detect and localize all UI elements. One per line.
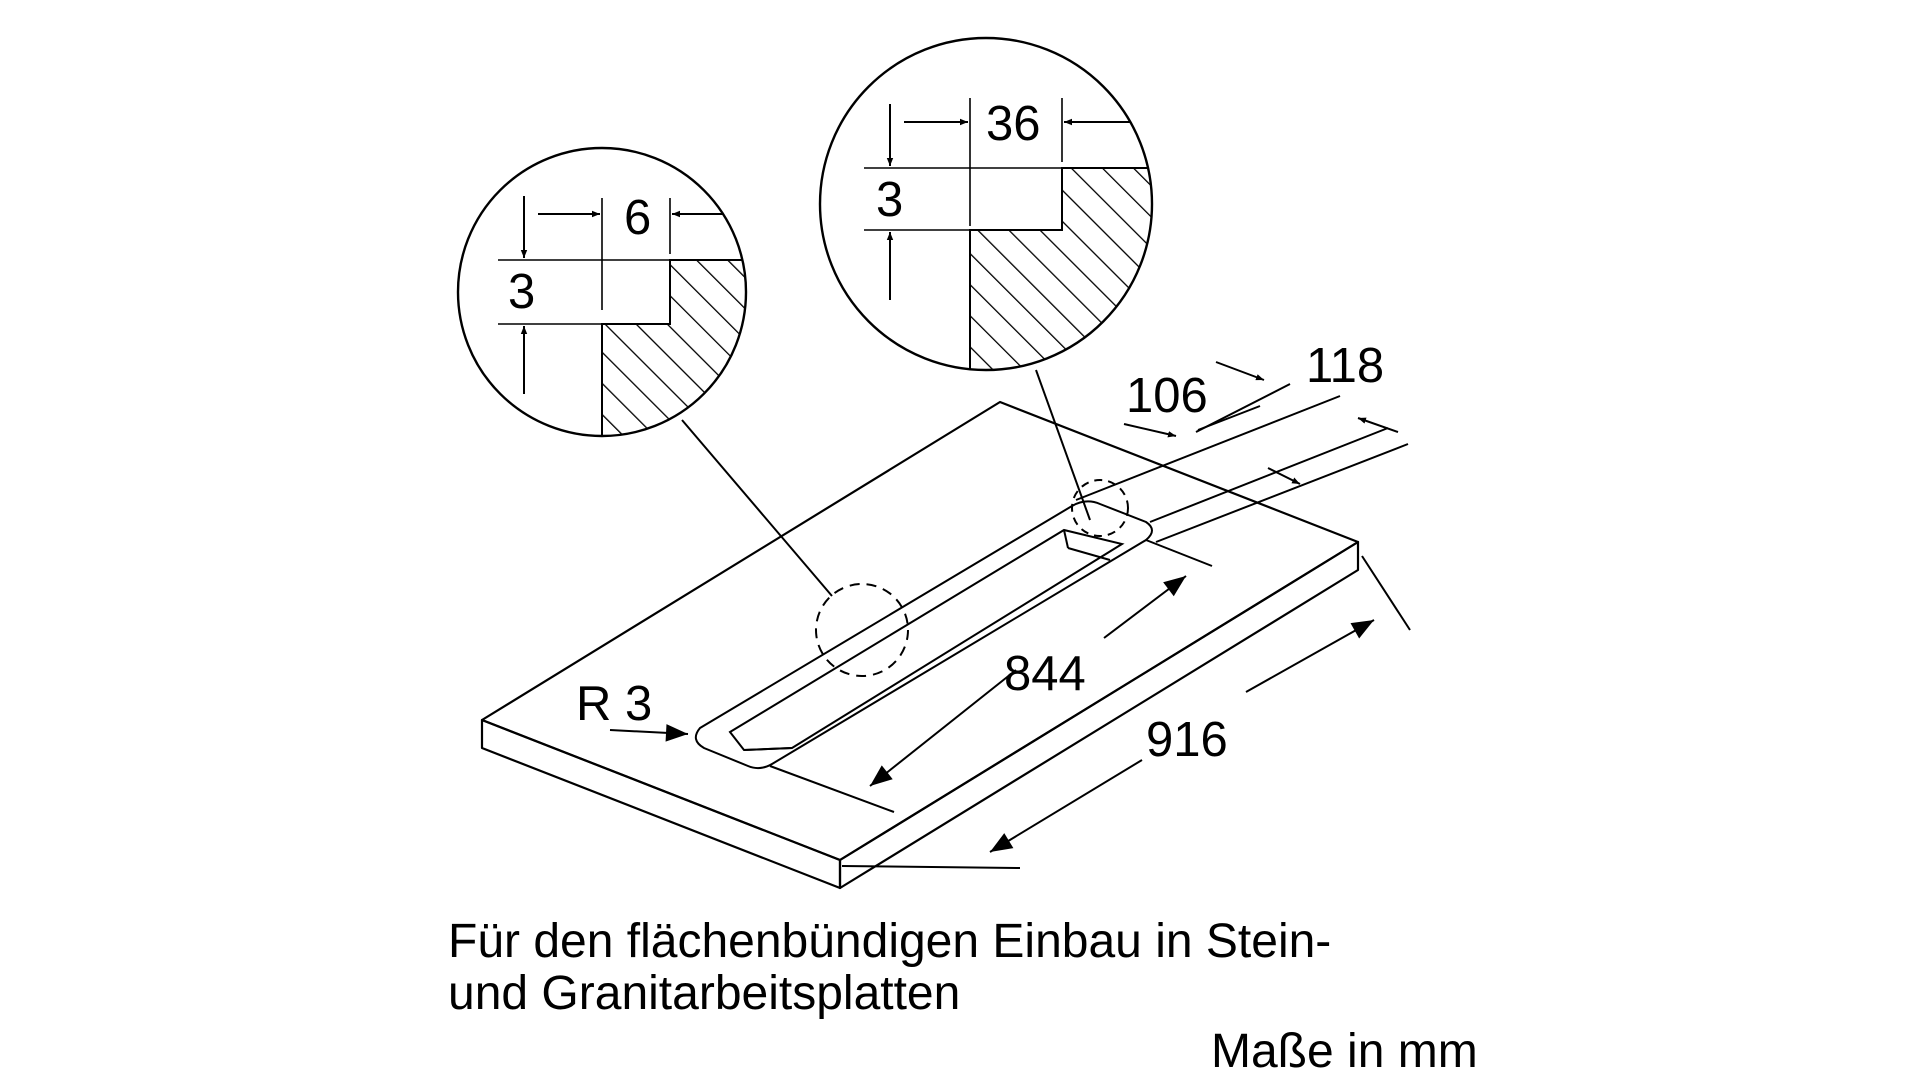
cutout-slot <box>694 500 1153 770</box>
detail-right-width-label: 36 <box>986 97 1041 151</box>
dimension-106-label: 106 <box>1126 369 1208 423</box>
radius-label: R 3 <box>576 677 652 731</box>
arrow-106-in <box>1123 423 1177 438</box>
arrow-916-upper <box>1245 619 1375 693</box>
arrow-916-lower <box>989 759 1143 853</box>
cutout-inner-opening <box>728 528 1125 752</box>
dimension-118-label: 118 <box>1306 339 1384 393</box>
arrow-118-in <box>1215 361 1265 381</box>
ext-line-844-a <box>769 765 895 813</box>
units-note: Maße in mm <box>1211 1025 1478 1078</box>
slab-front-face <box>480 718 842 890</box>
dimension-depth-group <box>1075 361 1409 543</box>
arrow-844-upper <box>1103 575 1187 639</box>
slab-side-face <box>838 540 1360 890</box>
slab-top-face <box>480 400 1360 862</box>
arrow-118-line <box>1195 383 1291 433</box>
dimension-844-label: 844 <box>1004 647 1086 701</box>
arrow-radius <box>609 724 689 742</box>
dimension-844 <box>769 539 1213 813</box>
ext-line-106-b <box>1149 427 1389 523</box>
detail-left-width-label: 6 <box>624 191 651 245</box>
arrow-844-lower <box>869 669 1017 787</box>
leader-line-right <box>1035 369 1091 521</box>
detail-circle-right: 36 3 <box>818 36 1154 372</box>
ext-line-844-b <box>1145 539 1213 567</box>
cutout-inner-depth-b <box>1067 547 1111 561</box>
ext-line-118-b <box>1155 443 1409 543</box>
ext-line-106-a <box>1075 395 1341 501</box>
detail-marker-right <box>1071 479 1129 537</box>
detail-marker-left <box>815 583 909 677</box>
caption-line-2: und Granitarbeitsplatten <box>448 967 961 1020</box>
ext-line-916-a <box>841 865 1021 869</box>
caption-line-1: Für den flächenbündigen Einbau in Stein- <box>448 915 1332 968</box>
arrow-118-tail <box>1357 417 1399 433</box>
cutout-inner-depth <box>1063 529 1069 549</box>
dimension-916 <box>841 555 1411 869</box>
ext-line-916-b <box>1361 555 1411 631</box>
cutout-inner-wall <box>743 747 793 751</box>
leader-line-left <box>681 419 833 597</box>
arrow-106-tail <box>1267 467 1301 485</box>
detail-left-depth-label: 3 <box>508 265 535 319</box>
detail-circle-left: 6 3 <box>456 146 748 438</box>
cutout-outer-rebate <box>694 500 1153 770</box>
detail-right-depth-label: 3 <box>876 173 903 227</box>
dimension-916-label: 916 <box>1146 713 1228 767</box>
countertop-slab <box>480 400 1360 890</box>
